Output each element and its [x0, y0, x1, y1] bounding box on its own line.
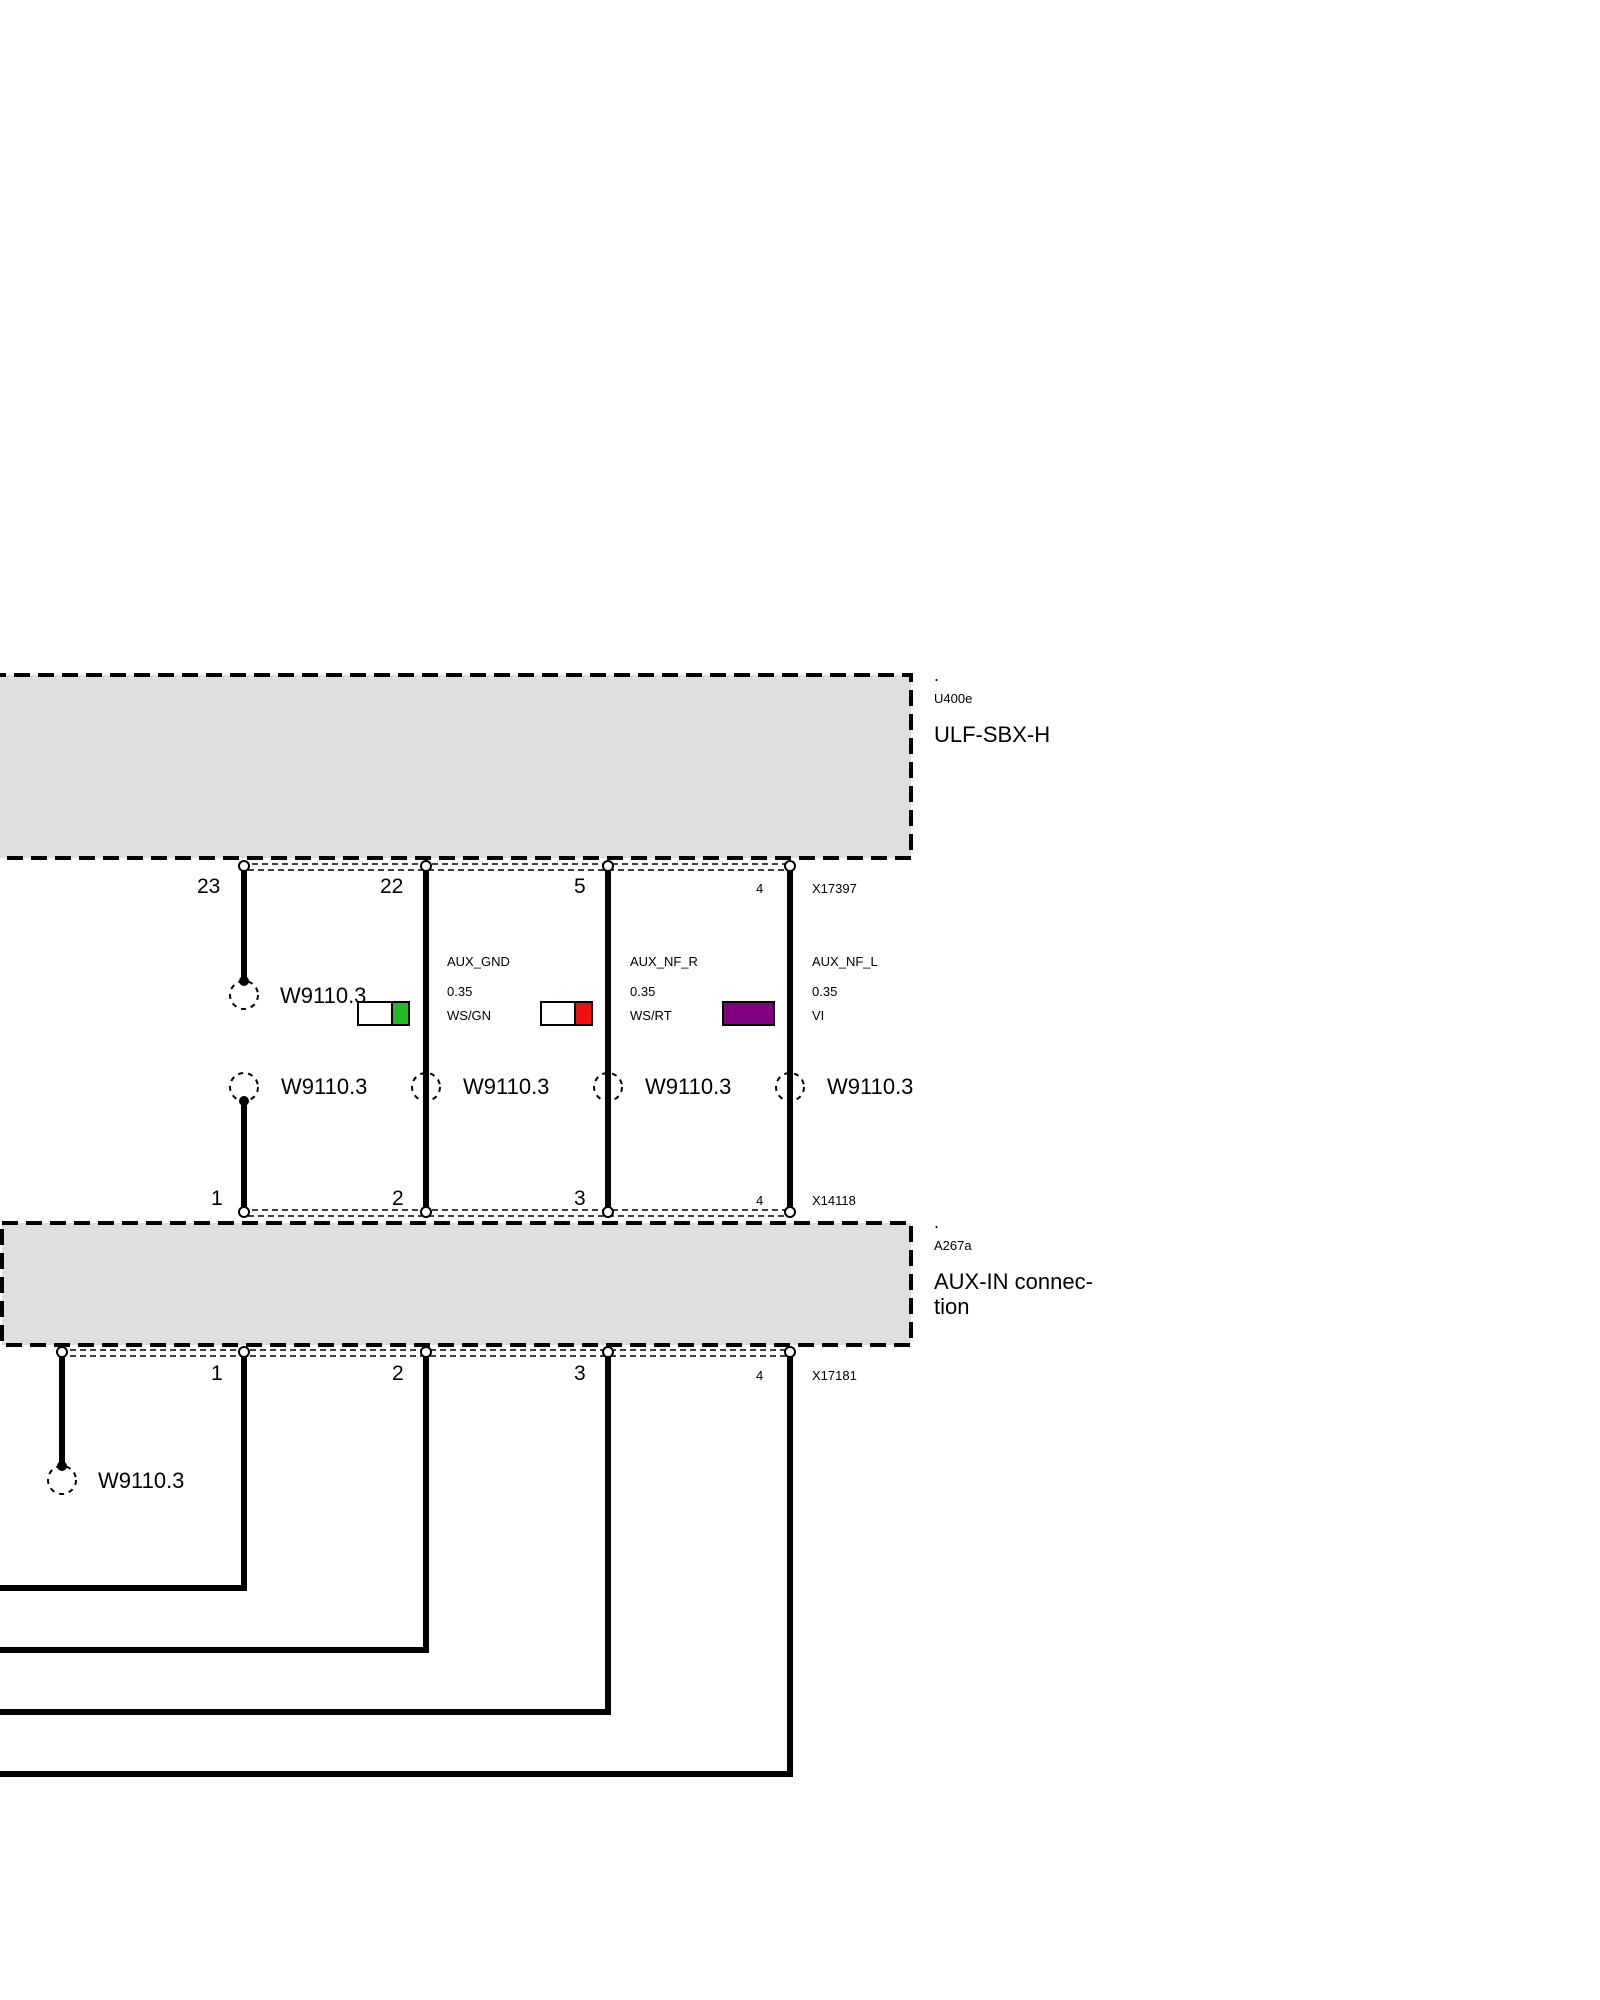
shield-junction-dot — [239, 976, 249, 986]
wire-out-pin1 — [0, 1352, 247, 1591]
shield-junction-dot — [239, 1096, 249, 1106]
connector-middle-pin-1: 1 — [211, 1187, 223, 1210]
pin-terminal — [56, 1346, 68, 1358]
wire-aux-gnd-gauge: 0.35 — [447, 984, 472, 999]
pin-terminal — [602, 1346, 614, 1358]
wire-aux-nf-l-signal: AUX_NF_L — [812, 954, 878, 969]
component-bottom-code: A267a — [934, 1238, 972, 1253]
connector-top-pin-22: 22 — [380, 875, 403, 898]
shield-row-1-label: W9110.3 — [281, 1074, 367, 1099]
connector-top-pin-4: 4 — [756, 881, 763, 896]
shield-row-4-symbol — [775, 1072, 805, 1102]
wire-color-swatch-ws-gn-stripe — [391, 1001, 410, 1026]
shield-row-4-label: W9110.3 — [827, 1074, 913, 1099]
shield-row-2-symbol — [411, 1072, 441, 1102]
component-bottom-dot: . — [934, 1212, 939, 1232]
connector-top-pin-23: 23 — [197, 875, 220, 898]
connector-middle-pin-4: 4 — [756, 1193, 763, 1208]
connector-bottom-pin-2: 2 — [392, 1362, 404, 1385]
component-top-code: U400e — [934, 691, 972, 706]
connector-top-id: X17397 — [812, 881, 857, 896]
pin-terminal — [784, 860, 796, 872]
component-box-ulf-sbx-h — [0, 673, 913, 860]
wire-color-swatch-vi — [722, 1001, 775, 1026]
shield-junction-dot — [57, 1461, 67, 1471]
pin-terminal — [238, 860, 250, 872]
wire-aux-nf-r-color: WS/RT — [630, 1008, 672, 1023]
shield-lower-label: W9110.3 — [98, 1468, 184, 1493]
connector-housing-x14118 — [241, 1209, 791, 1217]
component-top-dot: . — [934, 665, 939, 685]
pin-terminal — [602, 1206, 614, 1218]
connector-top-pin-5: 5 — [574, 875, 586, 898]
pin-terminal — [784, 1206, 796, 1218]
pin-terminal — [602, 860, 614, 872]
connector-middle-pin-3: 3 — [574, 1187, 586, 1210]
component-bottom-name-line1: AUX-IN connec- — [934, 1269, 1093, 1294]
pin-terminal — [420, 1346, 432, 1358]
wire-aux-gnd-signal: AUX_GND — [447, 954, 510, 969]
connector-bottom-id: X17181 — [812, 1368, 857, 1383]
component-bottom-name-line2: tion — [934, 1294, 969, 1319]
wire-color-swatch-ws-rt-base — [540, 1001, 576, 1026]
shield-upper-symbol — [229, 980, 259, 1010]
pin-terminal — [420, 1206, 432, 1218]
pin-terminal — [420, 860, 432, 872]
shield-upper-label: W9110.3 — [280, 983, 366, 1008]
pin-terminal — [238, 1346, 250, 1358]
wire-out-pin4 — [0, 1352, 793, 1777]
pin-terminal — [784, 1346, 796, 1358]
connector-middle-id: X14118 — [812, 1193, 856, 1208]
wire-color-swatch-ws-rt-stripe — [574, 1001, 593, 1026]
shield-row-3-symbol — [593, 1072, 623, 1102]
wire-aux-gnd-color: WS/GN — [447, 1008, 491, 1023]
connector-bottom-pin-3: 3 — [574, 1362, 586, 1385]
wire-aux-nf-l-color: VI — [812, 1008, 824, 1023]
wire-out-pin3 — [0, 1352, 611, 1715]
connector-bottom-pin-4: 4 — [756, 1368, 763, 1383]
shield-lower-symbol — [47, 1465, 77, 1495]
shield-row-2-label: W9110.3 — [463, 1074, 549, 1099]
wire-aux-nf-r-signal: AUX_NF_R — [630, 954, 698, 969]
connector-housing-x17397 — [241, 863, 791, 871]
wire-aux-nf-l-gauge: 0.35 — [812, 984, 837, 999]
connector-middle-pin-2: 2 — [392, 1187, 404, 1210]
pin-terminal — [238, 1206, 250, 1218]
shield-row-3-label: W9110.3 — [645, 1074, 731, 1099]
wire-out-pin2 — [0, 1352, 429, 1653]
connector-bottom-pin-1: 1 — [211, 1362, 223, 1385]
component-box-aux-in — [0, 1221, 913, 1347]
component-top-name: ULF-SBX-H — [934, 722, 1050, 747]
wire-aux-nf-r-gauge: 0.35 — [630, 984, 655, 999]
